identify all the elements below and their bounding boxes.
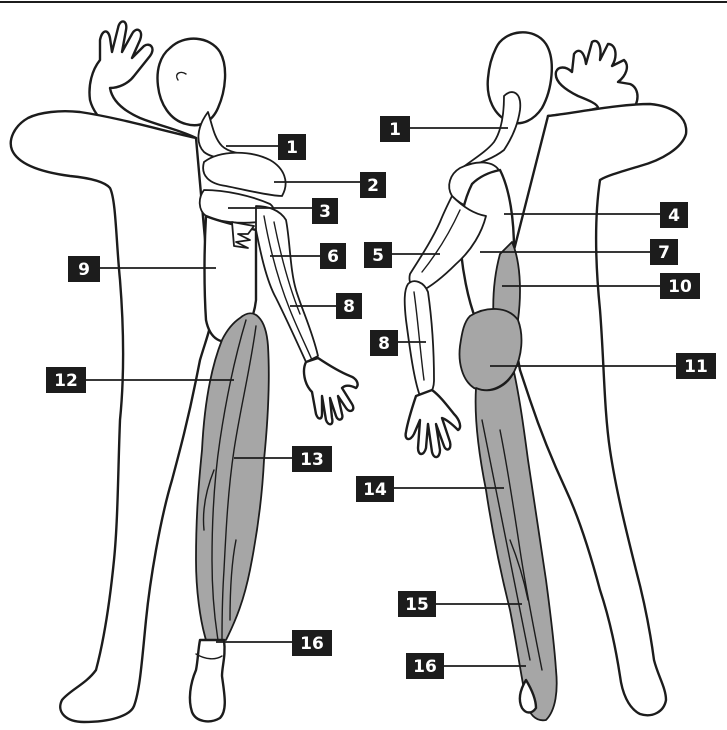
front-foot [190,640,225,721]
label-4-text: 4 [668,206,680,226]
label-9-text: 9 [78,260,90,280]
front-leg-muscles [196,313,269,640]
back-hand [406,390,460,457]
label-8-front-text: 8 [343,297,355,317]
label-1-front: 1 [278,134,306,160]
front-hand [304,358,358,424]
label-6: 6 [320,243,346,269]
label-13: 13 [292,446,332,472]
label-11: 11 [676,353,716,379]
label-16-back: 16 [406,653,444,679]
label-10: 10 [660,273,700,299]
label-4: 4 [660,202,688,228]
label-3-text: 3 [319,202,331,222]
label-5-text: 5 [372,246,384,266]
label-6-text: 6 [327,247,339,267]
front-head [158,39,226,126]
label-10-text: 10 [668,277,692,297]
label-15-text: 15 [405,595,429,615]
label-15: 15 [398,591,436,617]
label-2-text: 2 [367,176,379,196]
label-14: 14 [356,476,394,502]
label-3: 3 [312,198,338,224]
label-7: 7 [650,239,678,265]
label-9: 9 [68,256,100,282]
label-11-text: 11 [684,357,708,377]
label-12-text: 12 [54,371,78,391]
label-5: 5 [364,242,392,268]
label-12: 12 [46,367,86,393]
label-2: 2 [360,172,386,198]
label-8-back-text: 8 [378,334,390,354]
label-13-text: 13 [300,450,324,470]
label-16-front: 16 [292,630,332,656]
label-1-back-text: 1 [389,120,401,140]
label-7-text: 7 [658,243,670,263]
label-1-back: 1 [380,116,410,142]
label-8-back: 8 [370,330,398,356]
label-14-text: 14 [363,480,387,500]
label-8-front: 8 [336,293,362,319]
label-16-front-text: 16 [300,634,324,654]
label-16-back-text: 16 [413,657,437,677]
back-figure [405,32,687,720]
front-body-outline [11,111,212,722]
front-deltoid [203,153,285,196]
label-1-front-text: 1 [286,138,298,158]
front-neck-muscle [198,112,256,159]
